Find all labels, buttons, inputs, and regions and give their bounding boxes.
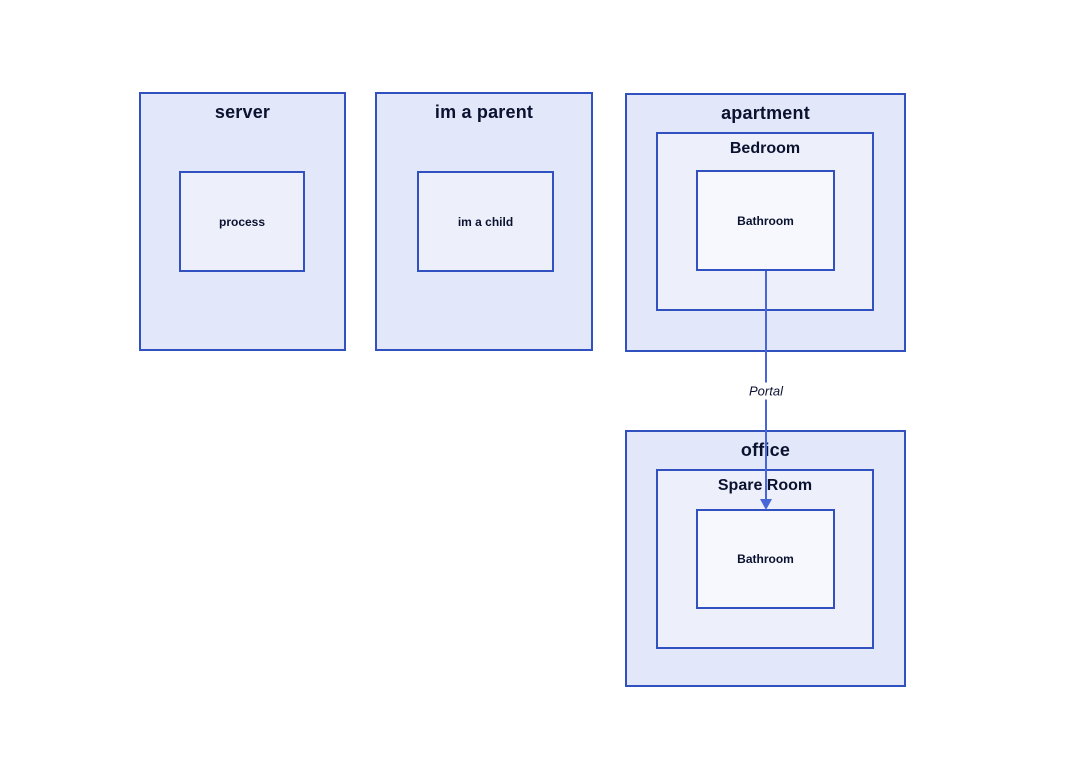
node-process-label: process: [218, 214, 266, 229]
node-process: process: [179, 171, 305, 272]
node-apartment-bathroom-label: Bathroom: [737, 213, 794, 228]
node-child-label: im a child: [457, 214, 514, 229]
portal-edge-label: Portal: [744, 382, 788, 400]
node-bedroom-label: Bedroom: [729, 140, 801, 157]
portal-edge-arrowhead: [760, 499, 772, 510]
node-office-bathroom: Bathroom: [696, 509, 835, 609]
node-office-bathroom-label: Bathroom: [737, 552, 794, 566]
node-server-label: server: [214, 102, 271, 122]
node-server: server process: [139, 92, 346, 351]
node-child: im a child: [417, 171, 554, 272]
node-bedroom: Bedroom Bathroom: [656, 132, 874, 311]
node-apartment: apartment Bedroom Bathroom: [625, 93, 906, 352]
node-office: office Spare Room Bathroom: [625, 430, 906, 687]
node-parent-label: im a parent: [434, 102, 534, 122]
node-apartment-bathroom: Bathroom: [696, 170, 835, 271]
node-parent: im a parent im a child: [375, 92, 593, 351]
node-apartment-label: apartment: [721, 103, 810, 123]
